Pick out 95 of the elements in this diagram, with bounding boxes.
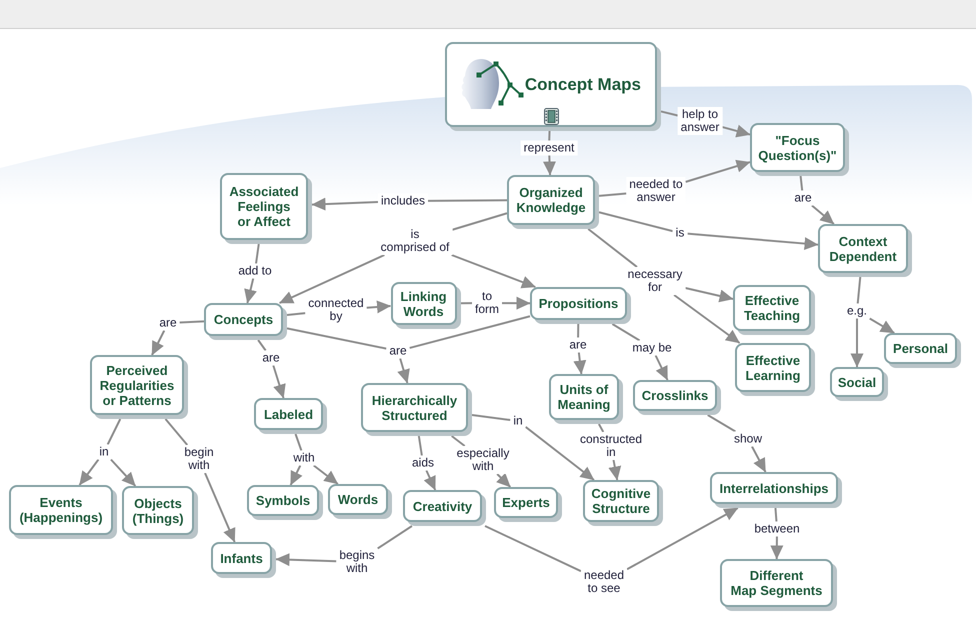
linking-phrase: help to answer <box>678 107 722 135</box>
arrow <box>244 278 257 304</box>
connector-line <box>180 320 204 324</box>
concept-label: Different Map Segments <box>730 568 822 598</box>
arrow <box>502 296 530 310</box>
connector-line <box>409 315 530 349</box>
concept-label: Cognitive Structure <box>591 486 651 516</box>
connector-line <box>451 435 466 447</box>
linking-phrase: show <box>731 432 765 446</box>
concept-label: Propositions <box>538 296 618 311</box>
connector-line <box>484 525 582 572</box>
arrow <box>751 446 766 472</box>
arrow <box>424 470 436 490</box>
connector-line <box>257 339 266 352</box>
arrow <box>276 553 336 566</box>
connector-line <box>856 276 862 304</box>
concept-label: Organized Knowledge <box>516 185 586 215</box>
connector-line <box>548 130 551 141</box>
arrow <box>496 472 512 488</box>
concept-label: "Focus Question(s)" <box>758 132 837 162</box>
concept-label: Effective Teaching <box>744 293 800 323</box>
connector-line <box>418 436 423 456</box>
arrow <box>279 254 385 304</box>
connector-line <box>588 228 638 268</box>
arrow <box>608 460 622 480</box>
connector-line <box>660 110 678 116</box>
arrow <box>313 464 338 485</box>
concept-label: Labeled <box>264 406 314 422</box>
connector-line <box>612 323 640 342</box>
connector-line <box>428 199 507 202</box>
arrow <box>397 358 410 384</box>
connector-line <box>255 244 260 264</box>
arrow <box>451 254 536 288</box>
linking-phrase: with <box>290 450 318 466</box>
connector-line <box>577 324 580 338</box>
concept-label: Concept Maps <box>524 74 641 94</box>
concept-label: Context Dependent <box>829 234 897 264</box>
connector-line <box>106 418 122 445</box>
concept-label: Objects (Things) <box>132 496 184 526</box>
connector-line <box>598 192 626 197</box>
concept-label: Creativity <box>412 498 472 514</box>
arrow <box>78 458 100 486</box>
connector-line <box>286 312 306 316</box>
arrow <box>366 300 391 314</box>
concept-label: Units of Meaning <box>558 382 610 412</box>
arrow <box>685 160 750 183</box>
arrow <box>685 287 734 302</box>
concept-label: Linking Words <box>400 288 447 318</box>
arrow <box>525 426 595 481</box>
linking-phrase: are <box>791 190 815 206</box>
linking-phrase: represent <box>520 140 578 156</box>
concept-label: Effective Learning <box>746 352 800 382</box>
concept-label: Concepts <box>214 312 274 327</box>
arrow <box>272 365 286 398</box>
arrow <box>722 124 750 138</box>
arrow <box>290 465 302 486</box>
concept-label: Personal <box>893 341 948 356</box>
connector-line <box>598 211 673 232</box>
concept-label: Interrelationships <box>719 480 829 496</box>
arrow <box>573 352 586 374</box>
concept-label: Perceived Regularities or Patterns <box>100 362 174 408</box>
arrow <box>850 318 864 368</box>
arrow <box>204 472 236 542</box>
connector-line <box>774 508 778 522</box>
connector-line <box>452 212 508 231</box>
arrow <box>674 294 740 344</box>
connector-line <box>472 414 510 421</box>
concept-label: Crosslinks <box>642 388 708 403</box>
concept-label: Events (Happenings) <box>19 495 103 525</box>
connector-line <box>164 418 188 446</box>
connector-line <box>294 434 302 451</box>
concept-label: Experts <box>502 495 550 510</box>
connector-line <box>707 414 736 432</box>
concept-label: Associated Feelings or Affect <box>229 184 299 229</box>
arrow <box>687 232 818 250</box>
arrow <box>543 155 556 176</box>
connector-line <box>377 525 413 550</box>
connector-line <box>800 176 804 191</box>
concept-label: Infants <box>220 550 263 566</box>
connector-line <box>286 327 387 350</box>
connector-line <box>460 302 472 304</box>
arrow <box>811 204 835 225</box>
concept-label: Words <box>338 492 378 507</box>
arrow <box>312 198 378 211</box>
arrow <box>151 330 166 356</box>
arrow <box>770 536 784 560</box>
concept-label: Symbols <box>256 493 310 508</box>
arrow <box>869 318 895 334</box>
arrow <box>110 458 136 487</box>
concept-label: Social <box>838 374 876 390</box>
arrow <box>626 507 738 570</box>
connector-line <box>598 424 604 432</box>
linking-phrase: in <box>96 444 112 460</box>
arrow <box>654 355 668 380</box>
concept-label: Hierarchically Structured <box>372 392 458 422</box>
